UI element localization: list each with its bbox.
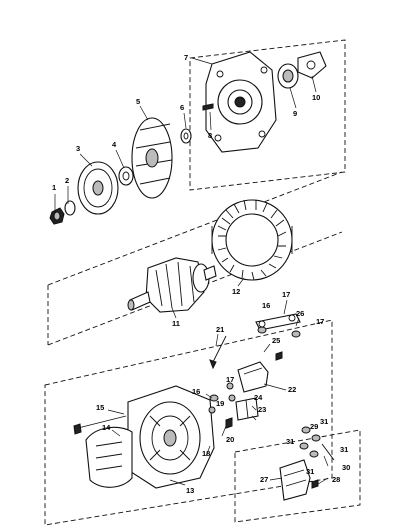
capacitor	[235, 397, 259, 421]
callout-31-d: 31	[306, 467, 314, 476]
long-bolt-head	[209, 359, 217, 370]
callout-16-lower: 16	[192, 387, 200, 396]
callout-1: 1	[52, 183, 56, 192]
callout-9: 9	[293, 109, 297, 118]
callout-8: 8	[208, 131, 212, 140]
callout-13: 13	[186, 486, 194, 495]
callout-19: 19	[216, 399, 224, 408]
callout-2: 2	[65, 176, 69, 185]
callout-31-c: 31	[340, 445, 348, 454]
retainer-plate	[297, 51, 327, 79]
diode-shield	[85, 426, 133, 488]
callout-29: 29	[310, 422, 318, 431]
callout-17-mid: 17	[226, 375, 234, 384]
brush-holder	[237, 361, 269, 393]
callout-17-right: 17	[316, 317, 324, 326]
rear-housing	[127, 385, 215, 489]
pulley	[77, 161, 119, 215]
terminal-bracket	[255, 313, 301, 331]
callout-17-upper: 17	[282, 290, 290, 299]
callout-10: 10	[312, 93, 320, 102]
fan	[131, 117, 173, 199]
callout-4: 4	[112, 140, 117, 149]
callout-26: 26	[296, 309, 304, 318]
callout-5: 5	[136, 97, 140, 106]
callout-18: 18	[202, 449, 210, 458]
rotor	[127, 257, 217, 313]
callout-7: 7	[184, 53, 188, 62]
callout-labels: 1 2 3 4 5 6 7 8 9 10 11 12 13 14 15 16 1…	[52, 53, 350, 495]
rotor-stator-boundary	[47, 171, 343, 346]
front-housing-boundary	[189, 39, 346, 191]
callout-21: 21	[216, 325, 224, 334]
callout-31-a: 31	[320, 417, 328, 426]
callout-6: 6	[180, 103, 184, 112]
front-housing	[205, 51, 277, 153]
pulley-nut	[49, 207, 65, 225]
front-housing-screw	[202, 103, 214, 111]
fan-spacer	[180, 128, 192, 144]
callout-11: 11	[172, 319, 180, 328]
lock-washer	[64, 200, 76, 216]
long-bolt	[211, 335, 227, 365]
regulator	[279, 459, 311, 501]
callout-15: 15	[96, 403, 104, 412]
rear-housing-boundary	[44, 319, 333, 526]
callout-22: 22	[288, 385, 296, 394]
leader-lines	[54, 57, 329, 486]
small-hardware	[208, 326, 301, 429]
regulator-hardware	[299, 426, 335, 489]
callout-3: 3	[76, 144, 80, 153]
through-bolt	[73, 415, 127, 435]
callout-16-upper: 16	[262, 301, 270, 310]
callout-24: 24	[254, 393, 263, 402]
callout-30: 30	[342, 463, 350, 472]
callout-27: 27	[260, 475, 268, 484]
callout-23: 23	[258, 405, 266, 414]
callout-31-b: 31	[286, 437, 294, 446]
callout-28: 28	[332, 475, 340, 484]
bearing	[277, 63, 299, 89]
pulley-spacer	[118, 166, 134, 186]
callout-12: 12	[232, 287, 240, 296]
stator	[211, 199, 293, 281]
callout-14: 14	[102, 423, 111, 432]
callout-25: 25	[272, 336, 280, 345]
callout-20: 20	[226, 435, 234, 444]
